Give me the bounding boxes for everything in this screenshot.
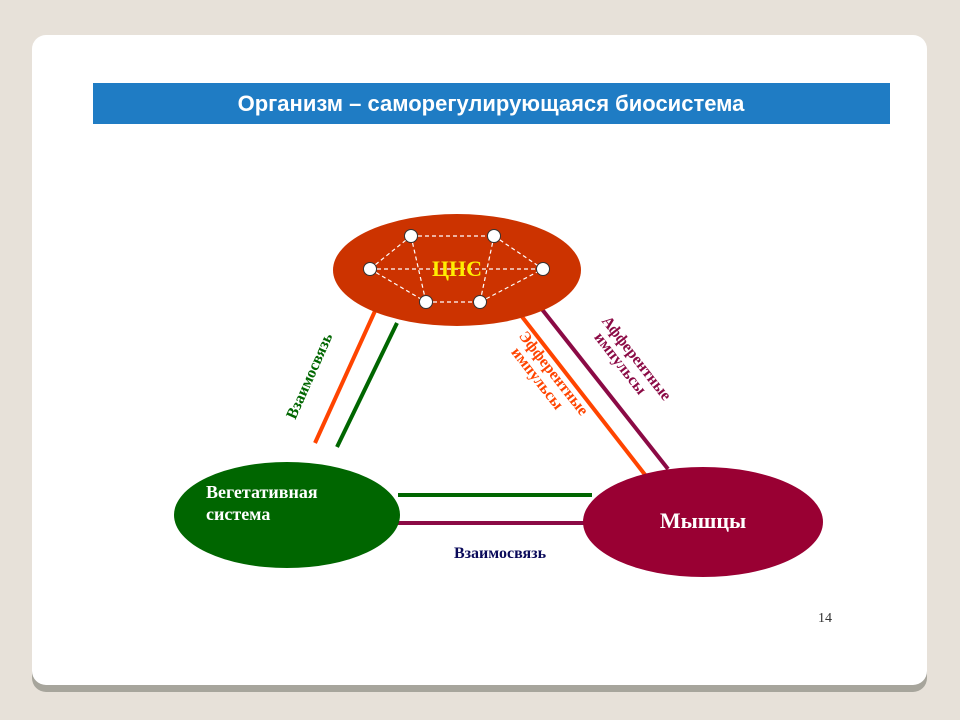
autonomic-label-line1: Вегетативная [206, 482, 318, 502]
cns-label: ЦНС [432, 256, 482, 281]
neuron-node [487, 229, 501, 243]
neuron-node [404, 229, 418, 243]
slide-card [32, 35, 927, 685]
cns-ellipse [333, 214, 581, 326]
muscles-ellipse [583, 467, 823, 577]
neural-network-edges [369, 235, 544, 303]
neuron-node [473, 295, 487, 309]
page-number: 14 [818, 611, 832, 626]
cns-autonomic-line-green [335, 322, 399, 448]
cns-autonomic-line-orange [313, 310, 377, 444]
title-bar [93, 83, 890, 124]
neuron-node [419, 295, 433, 309]
autonomic-ellipse [174, 462, 400, 568]
slide-title: Организм – саморегулирующаяся биосистема [238, 91, 746, 116]
neuron-nodes [363, 229, 550, 309]
muscles-label: Мышцы [660, 508, 746, 533]
autonomic-label-line2: система [206, 504, 270, 524]
neuron-node [363, 262, 377, 276]
efferent-line [514, 307, 648, 478]
autonomic-muscles-link-label: Взаимосвязь [454, 545, 547, 562]
neuron-node [536, 262, 550, 276]
afferent-line [535, 301, 670, 471]
